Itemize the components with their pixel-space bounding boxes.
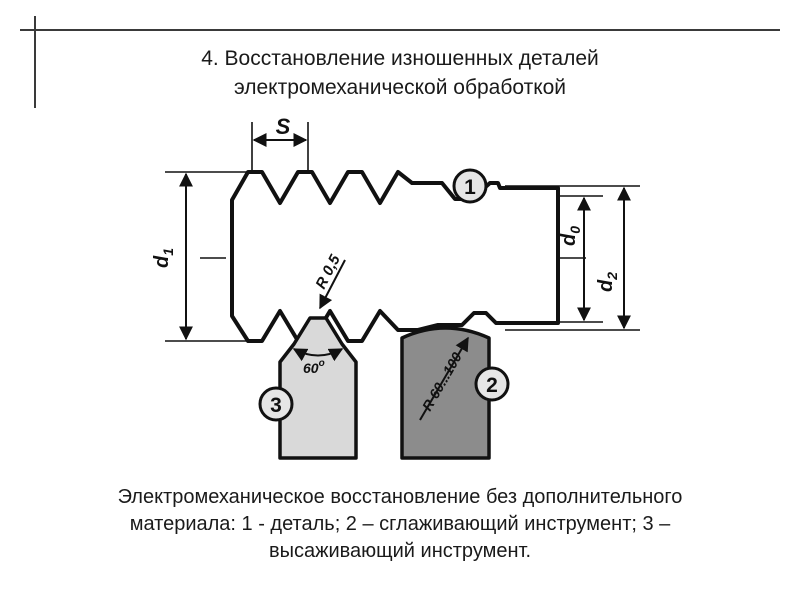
extension-lines xyxy=(165,122,640,342)
title-line-1: 4. Восстановление изношенных деталей xyxy=(201,47,599,70)
part-outline xyxy=(230,170,560,343)
caption-line-1: Электромеханическое восстановление без д… xyxy=(117,486,683,508)
title-line-2: электромеханической обработкой xyxy=(233,76,567,99)
page-title: 4. Восстановление изношенных деталей эле… xyxy=(140,44,660,102)
figure-caption: Электромеханическое восстановление без д… xyxy=(20,484,780,565)
callout-1-number: 1 xyxy=(464,176,476,199)
header-rule-vertical xyxy=(34,16,36,108)
header-rule-horizontal xyxy=(20,29,780,31)
d0-label: d0 xyxy=(558,226,583,246)
callout-3-circle xyxy=(258,386,294,422)
pitch-label: S xyxy=(276,114,291,139)
caption-line-2: материала: 1 - деталь; 2 – сглаживающий … xyxy=(129,513,671,535)
callout-1-circle xyxy=(452,168,488,204)
angle-label: 60o xyxy=(303,358,325,376)
d1-label: d1 xyxy=(151,248,176,268)
d2-label: d2 xyxy=(595,272,620,292)
callout-3-number: 3 xyxy=(270,394,282,417)
smoothing-tool xyxy=(400,326,491,460)
callout-2-circle xyxy=(474,366,510,402)
tool-radius-leader xyxy=(419,336,469,421)
callout-2-number: 2 xyxy=(486,374,498,397)
caption-line-3: высаживающий инструмент. xyxy=(268,540,532,562)
angle-arc xyxy=(292,348,344,362)
radius-leader xyxy=(319,259,346,310)
